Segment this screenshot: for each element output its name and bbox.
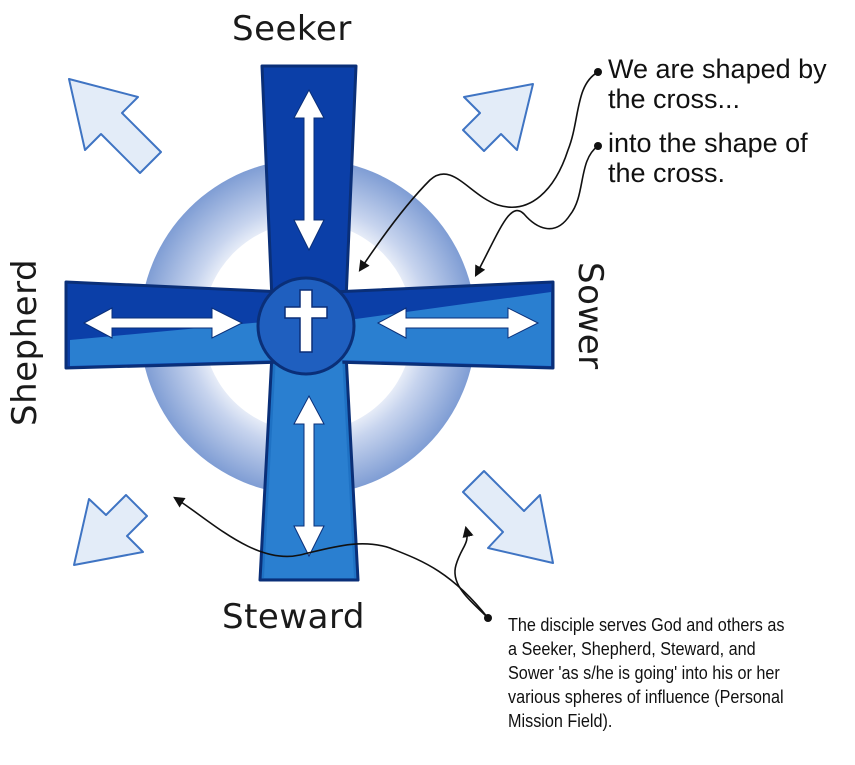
double-arrow-icon <box>82 307 244 339</box>
arm-shade-right <box>334 292 551 366</box>
note-shape-of-cross: into the shape of the cross. <box>608 128 808 188</box>
callout-pointer-2 <box>474 145 599 277</box>
double-arrow-icon <box>293 88 325 252</box>
bullet-dot <box>594 68 602 76</box>
arrow-outward-icon <box>462 470 554 564</box>
arrow-outward-icon <box>462 83 534 152</box>
double-arrow-icon <box>376 307 540 339</box>
bullet-dot <box>594 142 602 150</box>
callout-pointer-3 <box>173 496 489 619</box>
callout-pointer-4 <box>454 525 489 619</box>
double-arrow-icon <box>293 394 325 558</box>
note-disciple-serves: The disciple serves God and others as a … <box>508 615 785 731</box>
arrow-outward-icon <box>73 494 148 566</box>
arrow-outward-icon <box>68 78 162 174</box>
arm-shade-left <box>70 320 285 366</box>
note-shaped-by-cross: We are shaped by the cross... <box>608 54 827 114</box>
cross-icon <box>284 289 328 353</box>
callout-pointer-1 <box>358 71 599 272</box>
bullet-dot <box>484 614 492 622</box>
label-sower: Sower <box>570 262 610 370</box>
label-shepherd: Shepherd <box>5 258 45 426</box>
label-seeker: Seeker <box>232 9 352 49</box>
label-steward: Steward <box>222 597 365 637</box>
